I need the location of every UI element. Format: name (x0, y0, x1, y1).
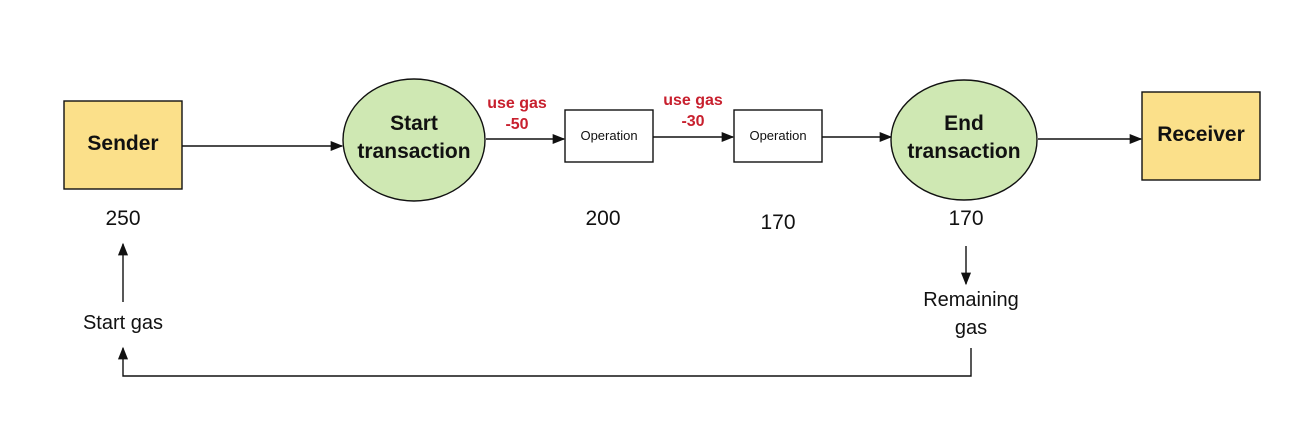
sender-box (63, 100, 183, 190)
operation-2-box (733, 109, 823, 163)
start-transaction-label-line-2: transaction (357, 140, 470, 163)
operation-1-gas-value: 200 (585, 207, 620, 230)
start-gas-label: Start gas (83, 312, 163, 334)
receiver-label: Receiver (1157, 123, 1245, 146)
operation-1-box (564, 109, 654, 163)
operation-2-label: Operation (749, 128, 806, 143)
operation-2-gas-value: 170 (760, 211, 795, 234)
end-transaction-gas-value: 170 (948, 207, 983, 230)
start-transaction-label-line-1: Start (390, 112, 438, 135)
gas-use-1-amount: -50 (505, 116, 528, 133)
start-transaction-node (342, 78, 486, 202)
end-transaction-label-line-2: transaction (907, 140, 1020, 163)
sender-gas-value: 250 (105, 207, 140, 230)
remaining-gas-label-line-2: gas (955, 317, 987, 339)
remaining-gas-label-line-1: Remaining (923, 289, 1019, 311)
sender-label: Sender (87, 132, 158, 155)
gas-use-2-label: use gas (663, 92, 723, 109)
end-transaction-node (890, 79, 1038, 201)
operation-1-label: Operation (580, 128, 637, 143)
receiver-box (1141, 91, 1261, 181)
gas-use-2-amount: -30 (681, 113, 704, 130)
arrow-remaining-gas-to-start-gas (117, 346, 972, 377)
gas-use-1-label: use gas (487, 95, 547, 112)
end-transaction-label-line-1: End (944, 112, 984, 135)
